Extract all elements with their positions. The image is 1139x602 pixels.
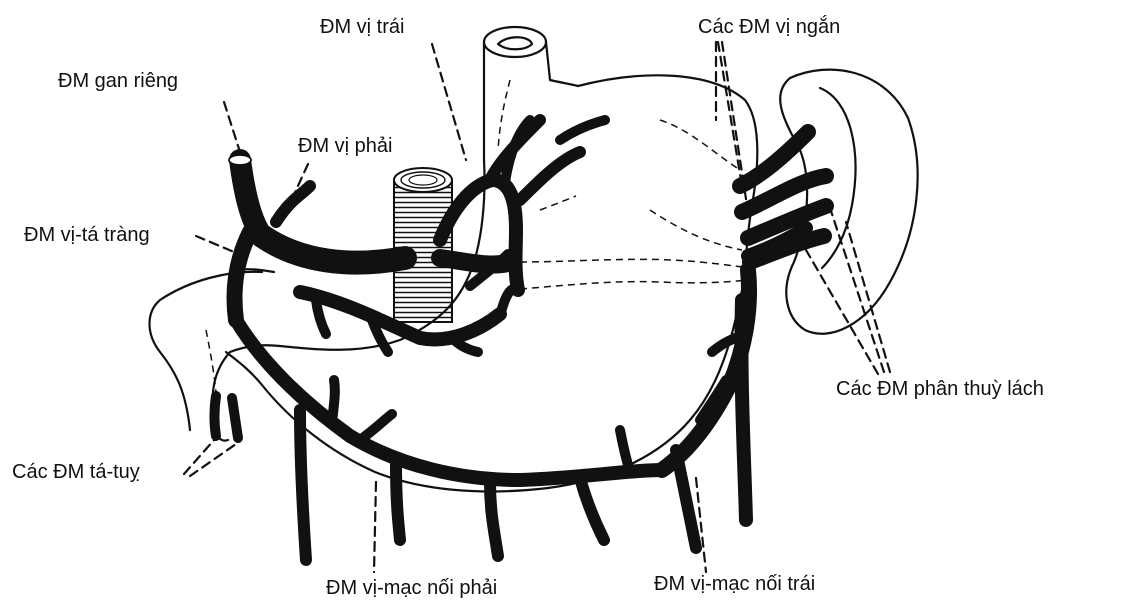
esophagus-opening — [484, 27, 546, 57]
artery-segment — [500, 289, 518, 316]
label-dm-vi-mac-noi-phai: ĐM vị-mạc nối phải — [326, 577, 497, 599]
label-dm-vi-ta-trang: ĐM vị-tá tràng — [24, 224, 150, 246]
posterior-vessel-1 — [520, 259, 748, 268]
leader-phan-thuy-lach-1 — [830, 208, 884, 372]
posterior-vessel-3 — [650, 210, 742, 250]
label-dm-vi-phai: ĐM vị phải — [298, 135, 392, 157]
label-cac-dm-phan-thuy-lach: Các ĐM phân thuỳ lách — [836, 378, 1044, 400]
artery-segment — [276, 186, 310, 222]
posterior-vessel-7 — [540, 196, 576, 210]
artery-segment — [676, 450, 696, 548]
artery-segment — [360, 414, 392, 440]
label-cac-dm-ta-tuy: Các ĐM tá-tuỵ — [12, 461, 140, 483]
posterior-vessel-6 — [206, 330, 216, 392]
artery-segment — [332, 380, 335, 422]
leader-phan-thuy-lach-3 — [846, 222, 890, 372]
leader-cac-dm-vi-ngan-1 — [718, 42, 742, 186]
label-cac-dm-vi-ngan: Các ĐM vị ngắn — [698, 15, 840, 38]
leader-dm-vi-ta-trang — [196, 236, 234, 252]
artery-segment — [505, 120, 530, 182]
label-dm-vi-mac-noi-trai: ĐM vị-mạc nối trái — [654, 573, 815, 595]
posterior-vessel-4 — [660, 120, 740, 170]
label-dm-vi-trai: ĐM vị trái — [320, 16, 404, 38]
posterior-vessel-2 — [508, 280, 748, 290]
artery-segment — [580, 478, 604, 540]
leader-dm-vi-trai — [432, 44, 466, 160]
artery-segment — [396, 464, 400, 540]
leader-ta-tuy-1 — [184, 440, 214, 474]
leader-vi-mac-noi-phai — [374, 482, 376, 572]
artery-segment — [520, 152, 580, 200]
leader-vi-mac-noi-trai — [696, 478, 706, 572]
esophagus-lumen — [498, 37, 532, 49]
leader-dm-gan-rieng — [224, 102, 240, 152]
spleen-outline — [780, 70, 917, 334]
duodenum-outline — [150, 272, 263, 441]
artery-segment — [490, 482, 498, 556]
artery-segment — [560, 120, 605, 140]
artery-segment — [215, 396, 217, 436]
artery-segment — [232, 398, 238, 438]
posterior-vessel-5 — [498, 80, 510, 150]
label-dm-gan-rieng: ĐM gan riêng — [58, 70, 178, 92]
